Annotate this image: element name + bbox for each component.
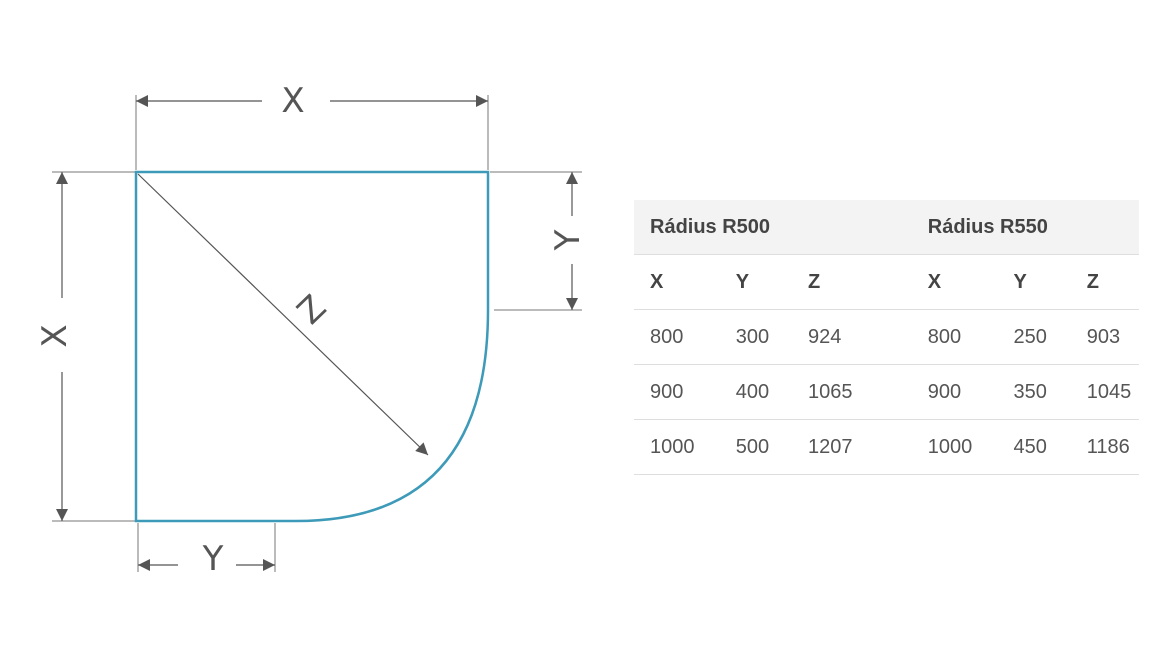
tray-outline: [134, 170, 490, 523]
group-title-r550: Rádius R550: [911, 200, 1139, 255]
table-group-header-row: Rádius R500 Rádius R550: [634, 200, 1139, 255]
table-cell: 1207: [791, 419, 912, 475]
table-row: 900 400 1065 900 350 1045: [634, 364, 1139, 420]
table-row: 1000 500 1207 1000 450 1186: [634, 419, 1139, 475]
top-x-label: X: [281, 81, 304, 121]
column-header: X: [634, 254, 720, 310]
table-cell: 1065: [791, 364, 912, 420]
table-cell: 924: [791, 309, 912, 365]
column-header: Y: [719, 254, 792, 310]
left-x-label: X: [35, 324, 75, 347]
right-y-label: Y: [548, 229, 588, 251]
dimension-arrows: [56, 95, 578, 571]
table-cell: 800: [634, 309, 720, 365]
table-cell: 900: [911, 364, 998, 420]
table-cell: 800: [911, 309, 998, 365]
table-row: 800 300 924 800 250 903: [634, 309, 1139, 365]
table-cell: 300: [719, 309, 792, 365]
extension-lines: [52, 95, 582, 572]
table-column-header-row: X Y Z X Y Z: [634, 254, 1139, 310]
column-header: X: [911, 254, 998, 310]
column-header: Z: [791, 254, 912, 310]
group-title-r500: Rádius R500: [634, 200, 912, 255]
bottom-y-label: Y: [202, 539, 224, 579]
table-cell: 400: [719, 364, 792, 420]
radius-dimension-table: Rádius R500 Rádius R550 X Y Z X Y Z 800 …: [634, 200, 1139, 475]
shower-tray-dimension-diagram: X X Y Y Z: [35, 81, 588, 579]
table-cell: 350: [997, 364, 1071, 420]
table-cell: 500: [719, 419, 792, 475]
column-header: Y: [997, 254, 1071, 310]
table-cell: 900: [634, 364, 720, 420]
table-cell: 1000: [634, 419, 720, 475]
column-header: Z: [1070, 254, 1139, 310]
z-diagonal-arrow: [137, 173, 429, 456]
table-cell: 250: [997, 309, 1071, 365]
z-label: Z: [290, 288, 335, 333]
table-cell: 1186: [1070, 419, 1139, 475]
table-cell: 450: [997, 419, 1071, 475]
table-cell: 903: [1070, 309, 1139, 365]
table-cell: 1045: [1070, 364, 1139, 420]
table-cell: 1000: [911, 419, 998, 475]
